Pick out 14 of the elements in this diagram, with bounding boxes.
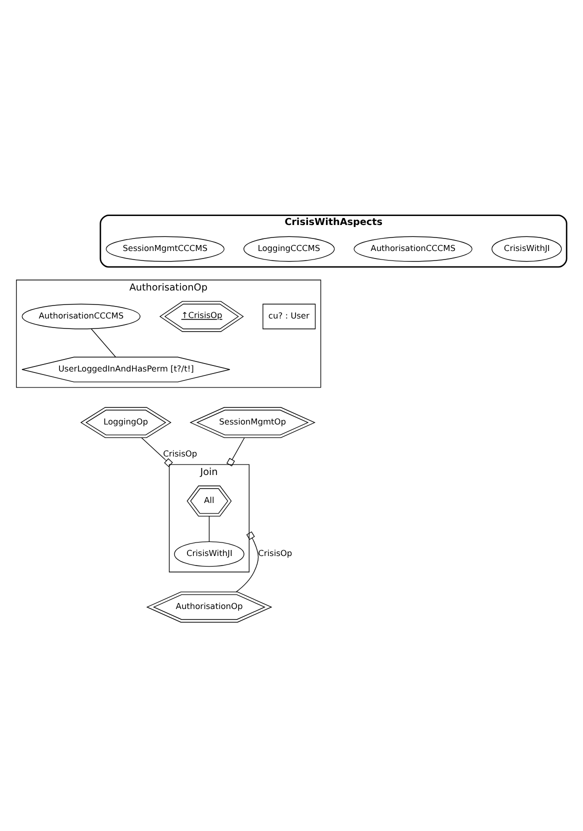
node-ellipse: LoggingCCCMS [243,236,335,262]
connector [141,436,173,467]
connector [236,530,259,592]
node-ellipse: AuthorisationCCCMS [22,303,140,329]
connector [208,516,210,542]
node-box: cu? : User [262,303,316,329]
connector [226,436,245,466]
edge-label: CrisisOp [163,448,198,458]
edge-label: CrisisOp [258,548,292,558]
node-ellipse: AuthorisationCCCMS [354,236,472,262]
node-ellipse: CrisisWithJI [492,236,562,262]
node-ellipse: CrisisWithJI [174,540,244,566]
node-ellipse: SessionMgmtCCCMS [106,236,224,262]
connector [90,328,116,357]
